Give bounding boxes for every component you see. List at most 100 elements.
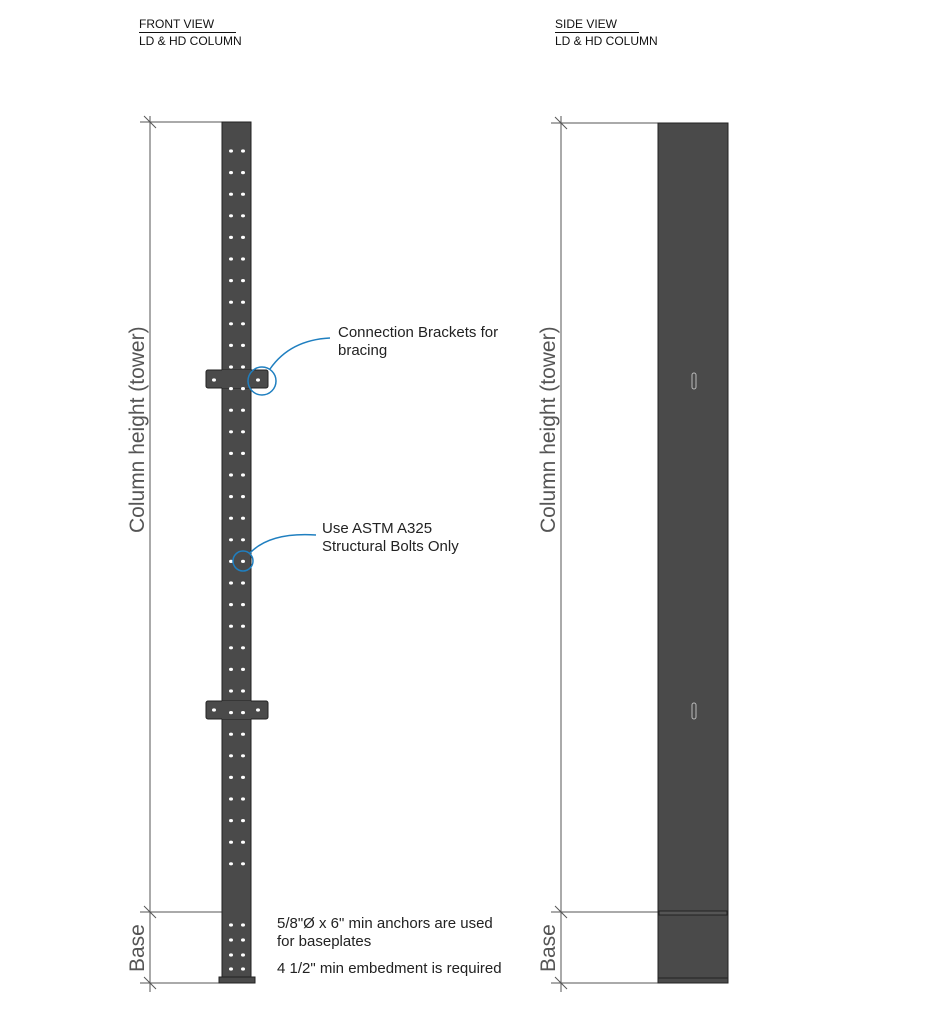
bolt-hole	[241, 624, 245, 628]
dim-tick	[143, 905, 157, 919]
embedment-note: 4 1/2" min embedment is required	[277, 960, 502, 977]
bolt-hole	[241, 214, 245, 218]
callout-brackets-text: Connection Brackets for	[338, 324, 498, 341]
bolt-hole	[241, 775, 245, 780]
front-base-label: Base	[126, 924, 149, 972]
slot	[691, 702, 697, 720]
bolt-hole	[241, 732, 245, 736]
callout-bolts-text: Structural Bolts Only	[322, 538, 459, 555]
bolt-hole	[229, 840, 233, 844]
bolt-hole	[229, 451, 233, 455]
bolt-hole	[229, 430, 233, 434]
callout-brackets-text: bracing	[338, 342, 387, 359]
callout-circle	[247, 366, 277, 396]
bolt-hole	[229, 214, 233, 218]
bolt-hole	[229, 923, 233, 927]
bracket-overlap	[222, 701, 251, 719]
front-height-label: Column height (tower)	[126, 326, 149, 533]
bolt-hole	[229, 149, 233, 153]
bolt-hole	[241, 689, 245, 693]
anchor-note: for baseplates	[277, 933, 371, 950]
bolt-hole	[229, 862, 233, 866]
bolt-hole	[241, 603, 245, 607]
bolt-hole	[229, 775, 233, 780]
dim-tick	[554, 116, 568, 130]
front-view-drawing	[140, 115, 331, 992]
bolt-hole	[229, 300, 233, 304]
anchor-note: 5/8"Ø x 6" min anchors are used	[277, 915, 493, 932]
side-column	[657, 122, 729, 984]
bolt-hole	[241, 149, 245, 153]
side-base-label: Base	[537, 924, 560, 972]
bracket-overlap	[222, 370, 251, 388]
bolt-hole	[241, 387, 245, 391]
bolt-hole	[241, 408, 245, 412]
bolt-hole	[241, 171, 245, 175]
dim-tick	[143, 976, 157, 990]
bolt-hole	[241, 581, 245, 585]
bolt-hole	[241, 322, 245, 326]
bolt-hole	[229, 235, 233, 239]
bolt-holes	[212, 149, 260, 971]
bolt-hole	[241, 343, 245, 347]
bolt-hole	[229, 603, 233, 607]
bolt-hole	[241, 257, 245, 261]
bolt-hole	[241, 451, 245, 455]
bolt-hole	[229, 343, 233, 347]
bolt-hole	[212, 378, 216, 382]
bolt-hole	[241, 967, 245, 971]
bolt-hole	[229, 953, 233, 957]
bolt-hole	[241, 953, 245, 957]
bolt-hole	[256, 378, 260, 382]
bolt-hole	[229, 365, 233, 369]
front-view-title: FRONT VIEW LD & HD COLUMN	[139, 16, 242, 49]
bolt-hole	[229, 967, 233, 971]
bolt-hole	[229, 279, 233, 283]
bolt-hole	[241, 495, 245, 499]
callout-circle	[232, 550, 254, 572]
bolt-hole	[229, 408, 233, 412]
bolt-hole	[212, 708, 216, 712]
bolt-hole	[241, 192, 245, 196]
bolt-hole	[229, 473, 233, 477]
bolt-hole	[241, 473, 245, 477]
front-view-subtitle: LD & HD COLUMN	[139, 34, 242, 48]
bolt-hole	[229, 171, 233, 175]
bolt-hole	[229, 646, 233, 650]
bolt-hole	[241, 819, 245, 823]
front-column	[221, 121, 252, 979]
bolt-hole	[241, 840, 245, 844]
bolt-hole	[229, 819, 233, 823]
bolt-hole	[229, 516, 233, 520]
side-view-title: SIDE VIEW LD & HD COLUMN	[555, 16, 658, 49]
side-height-label: Column height (tower)	[537, 326, 560, 533]
bolt-hole	[229, 797, 233, 801]
bolt-hole	[229, 322, 233, 326]
side-base-joint	[658, 910, 728, 916]
bolt-hole	[241, 797, 245, 801]
dim-tick	[554, 905, 568, 919]
slot	[691, 372, 697, 390]
bolt-hole	[241, 754, 245, 758]
bolt-hole	[241, 430, 245, 434]
bolt-hole	[241, 938, 245, 942]
bolt-hole	[241, 235, 245, 239]
bolt-hole	[241, 559, 245, 564]
bolt-hole	[229, 559, 233, 564]
bolt-hole	[241, 646, 245, 650]
bolt-hole	[241, 279, 245, 283]
callout-leader	[269, 337, 331, 370]
bolt-hole	[229, 689, 233, 693]
bolt-hole	[229, 257, 233, 261]
bolt-hole	[241, 300, 245, 304]
callout-bolts-text: Use ASTM A325	[322, 520, 432, 537]
bolt-hole	[229, 732, 233, 736]
bolt-hole	[229, 711, 233, 715]
callout-leader	[249, 533, 317, 554]
baseplate	[218, 976, 256, 984]
bolt-hole	[256, 708, 260, 712]
bolt-hole	[241, 923, 245, 927]
bolt-hole	[229, 387, 233, 391]
bolt-hole	[229, 192, 233, 196]
